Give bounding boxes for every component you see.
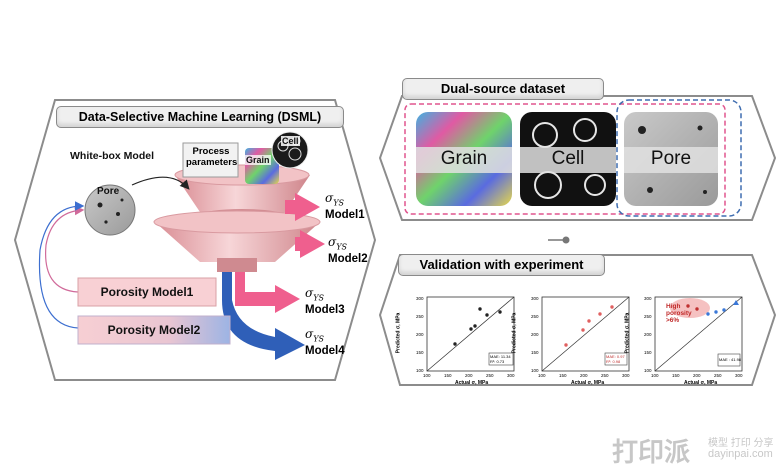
white-box-label: White-box Model [70, 150, 154, 162]
plot3-ytick: 250 [644, 314, 652, 319]
plot3-xtick: 300 [735, 373, 743, 378]
plot1-ytick: 200 [416, 332, 424, 337]
plot3-annotation-line3: >6% [666, 317, 680, 324]
process-params-label: Process parameters [186, 146, 238, 168]
plot3-xtick: 150 [672, 373, 680, 378]
cell-small-label: Cell [281, 136, 300, 146]
plot3-ytick: 100 [644, 368, 652, 373]
plot3-annotation-line2: porosity [666, 310, 692, 317]
plot2-xlabel: Actual σ, MPa [571, 380, 605, 386]
plot2-ytick: 150 [531, 350, 539, 355]
plot3-xtick: 200 [693, 373, 701, 378]
panel-connector-dot [562, 236, 570, 244]
pore-image [84, 184, 136, 236]
plot1-metric-r2: R²: 0.73 [490, 359, 505, 364]
plot3-xtick: 250 [714, 373, 722, 378]
plot1-xtick: 300 [507, 373, 515, 378]
plot2-ytick: 200 [531, 332, 539, 337]
dataset-title: Dual-source dataset [402, 78, 604, 100]
watermark: 打印派 模型 打印 分享 dayinpai.com [612, 432, 774, 469]
plot3-metric-mae: MAE : 41.98 [719, 357, 742, 362]
plot3-xlabel: Actual σ, MPa [684, 380, 718, 386]
porosity-model1-label: Porosity Model1 [100, 285, 194, 299]
sigma-ys-3: σYS [305, 286, 324, 303]
watermark-main: 打印派 [612, 437, 691, 467]
blue-dashed-box [616, 99, 742, 217]
dataset-pore-label: Pore [650, 148, 692, 169]
sigma-ys-4: σYS [305, 327, 324, 344]
sigma-ys-1: σYS [325, 191, 344, 208]
model2-label: Model2 [328, 253, 368, 266]
grain-small-label: Grain [245, 155, 271, 165]
validation-plot-1 [426, 296, 515, 372]
dsml-title: Data-Selective Machine Learning (DSML) [56, 106, 344, 128]
pink-dashed-box [404, 103, 726, 215]
funnel-lower [153, 210, 321, 272]
plot1-ytick: 300 [416, 296, 424, 301]
output-model2: σYS Model2 [328, 236, 368, 266]
output-arrows-pink [235, 193, 325, 313]
plot1-xtick: 250 [486, 373, 494, 378]
plot2-metric-r2: R²: 0.98 [606, 359, 621, 364]
plot1-metric-mae: MAE: 11.34 [490, 354, 511, 359]
plot1-xlabel: Actual σ, MPa [455, 380, 489, 386]
pore-to-funnel-arrow [131, 176, 190, 190]
validation-plot-3 [654, 296, 743, 372]
plot2-ytick: 300 [531, 296, 539, 301]
pore-small-label: Pore [97, 186, 120, 197]
model4-label: Model4 [305, 345, 345, 358]
plot1-ylabel: Predicted σ, MPa [395, 312, 402, 354]
porosity-model1-box [77, 277, 217, 307]
plot1-xtick: 100 [423, 373, 431, 378]
feedback-curve-pink [45, 205, 85, 293]
dataset-grain-label: Grain [440, 148, 488, 169]
plot2-xtick: 300 [622, 373, 630, 378]
plot2-xtick: 100 [538, 373, 546, 378]
plot1-xtick: 200 [465, 373, 473, 378]
model1-label: Model1 [325, 209, 365, 222]
output-arrow-blue [222, 272, 305, 360]
plot2-xtick: 200 [580, 373, 588, 378]
pore-label-band [624, 147, 718, 173]
plot2-xtick: 250 [601, 373, 609, 378]
plot1-xtick: 150 [444, 373, 452, 378]
porosity-model2-box [77, 315, 231, 345]
process-line-2: parameters [186, 157, 238, 168]
feedback-curve-blue [38, 201, 85, 329]
grain-label-band [416, 147, 512, 173]
plot1-ytick: 150 [416, 350, 424, 355]
watermark-sub: 模型 打印 分享 [708, 438, 774, 449]
plot3-ylabel: Predicted σ, MPa [624, 312, 631, 354]
plot3-annotation: High porosity >6% [666, 303, 692, 324]
plot3-xtick: 100 [651, 373, 659, 378]
sigma-ys-2: σYS [328, 235, 347, 252]
dataset-cell-label: Cell [551, 148, 585, 169]
cell-label-band [520, 147, 616, 173]
plot1-ytick: 100 [416, 368, 424, 373]
plot2-ytick: 100 [531, 368, 539, 373]
validation-title: Validation with experiment [398, 254, 605, 276]
process-line-1: Process [192, 146, 230, 157]
watermark-url: dayinpai.com [708, 448, 773, 460]
plot2-xtick: 150 [559, 373, 567, 378]
plot3-ytick: 200 [644, 332, 652, 337]
model3-label: Model3 [305, 304, 345, 317]
plot3-ytick: 300 [644, 296, 652, 301]
plot2-metric-mae: MAE: 0.97 [606, 354, 625, 359]
plot3-annotation-line1: High [666, 303, 681, 310]
output-model4: σYS Model4 [305, 328, 345, 358]
plot3-ytick: 150 [644, 350, 652, 355]
plot2-ylabel: Predicted σ, MPa [511, 312, 518, 354]
output-model1: σYS Model1 [325, 192, 365, 222]
plot1-ytick: 250 [416, 314, 424, 319]
process-box [182, 142, 239, 178]
output-model3: σYS Model3 [305, 287, 345, 317]
validation-plot-2 [541, 296, 630, 372]
plot2-ytick: 250 [531, 314, 539, 319]
porosity-model2-label: Porosity Model2 [107, 323, 201, 337]
